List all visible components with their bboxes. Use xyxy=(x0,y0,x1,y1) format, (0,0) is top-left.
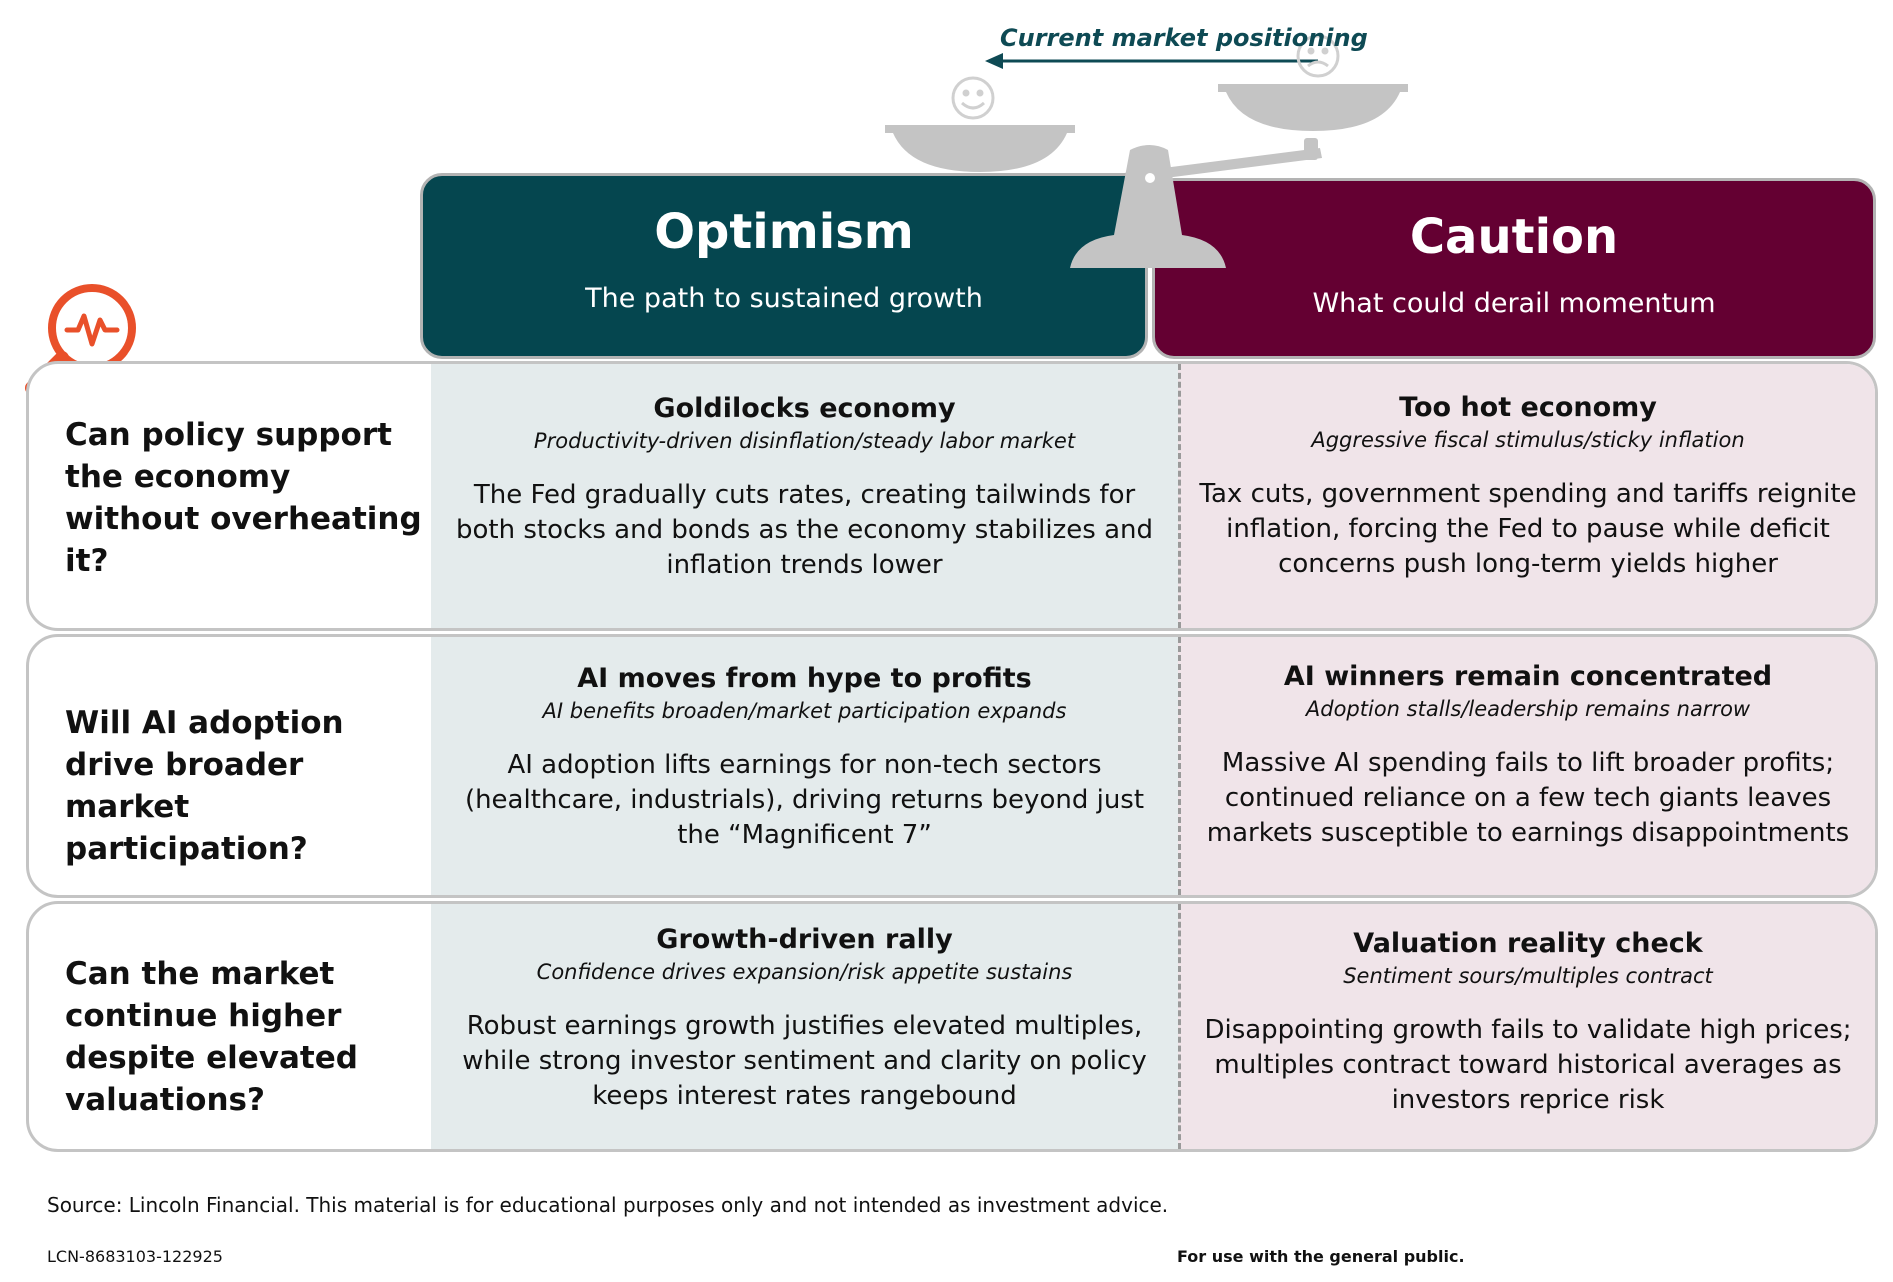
scenario-body: Massive AI spending fails to lift broade… xyxy=(1206,748,1850,848)
scenario-subtitle: Productivity-driven disinflation/steady … xyxy=(533,429,1076,453)
scenario-subtitle: Adoption stalls/leadership remains narro… xyxy=(1305,697,1751,721)
scenario-body: AI adoption lifts earnings for non-tech … xyxy=(464,750,1145,850)
row-policy: Can policy support the economy without o… xyxy=(26,361,1878,631)
caution-subtitle: What could derail momentum xyxy=(1312,288,1716,319)
scenario-subtitle: Aggressive fiscal stimulus/sticky inflat… xyxy=(1311,428,1745,452)
row-ai-adoption: Will AI adoption drive broader market pa… xyxy=(26,634,1878,898)
caution-cell: AI winners remain concentrated Adoption … xyxy=(1178,637,1875,895)
scenario-title: Valuation reality check xyxy=(1353,928,1703,959)
optimism-cell: AI moves from hype to profits AI benefit… xyxy=(431,637,1178,895)
arrow-left-icon xyxy=(985,53,1318,69)
row-question: Can policy support the economy without o… xyxy=(65,417,422,579)
row-question: Can the market continue higher despite e… xyxy=(65,956,358,1118)
scenario-title: AI moves from hype to profits xyxy=(577,663,1032,694)
optimism-title: Optimism xyxy=(654,204,914,260)
frown-icon xyxy=(1296,34,1340,78)
scenario-subtitle: Sentiment sours/multiples contract xyxy=(1343,964,1713,988)
scenario-body: Tax cuts, government spending and tariff… xyxy=(1199,479,1857,579)
scenario-body: The Fed gradually cuts rates, creating t… xyxy=(456,480,1153,580)
optimism-cell: Goldilocks economy Productivity-driven d… xyxy=(431,364,1178,628)
optimism-subtitle: The path to sustained growth xyxy=(585,283,983,314)
scenario-body: Disappointing growth fails to validate h… xyxy=(1204,1015,1852,1115)
scenario-body: Robust earnings growth justifies elevate… xyxy=(462,1011,1147,1111)
caution-header: Caution What could derail momentum xyxy=(1152,178,1876,359)
row-question: Will AI adoption drive broader market pa… xyxy=(65,705,344,867)
optimism-cell: Growth-driven rally Confidence drives ex… xyxy=(431,904,1178,1149)
scenario-title: Growth-driven rally xyxy=(656,924,953,955)
caution-title: Caution xyxy=(1409,209,1619,265)
positioning-label: Current market positioning xyxy=(1000,24,1368,52)
magnifier-pulse-icon xyxy=(25,284,136,395)
scenario-subtitle: AI benefits broaden/market participation… xyxy=(542,699,1067,723)
optimism-header: Optimism The path to sustained growth xyxy=(420,173,1148,359)
source-note: Source: Lincoln Financial. This material… xyxy=(47,1193,1169,1217)
scenario-subtitle: Confidence drives expansion/risk appetit… xyxy=(536,960,1073,984)
scenario-title: Goldilocks economy xyxy=(653,393,956,424)
document-code: LCN-8683103-122925 xyxy=(47,1247,223,1266)
scale-fulcrum xyxy=(1070,145,1226,268)
row-valuations: Can the market continue higher despite e… xyxy=(26,901,1878,1152)
caution-cell: Valuation reality check Sentiment sours/… xyxy=(1178,904,1875,1149)
scenario-title: Too hot economy xyxy=(1399,392,1657,423)
scenario-title: AI winners remain concentrated xyxy=(1283,661,1773,692)
smiley-icon xyxy=(951,76,995,120)
audience-note: For use with the general public. xyxy=(1177,1247,1465,1266)
caution-cell: Too hot economy Aggressive fiscal stimul… xyxy=(1178,364,1875,628)
